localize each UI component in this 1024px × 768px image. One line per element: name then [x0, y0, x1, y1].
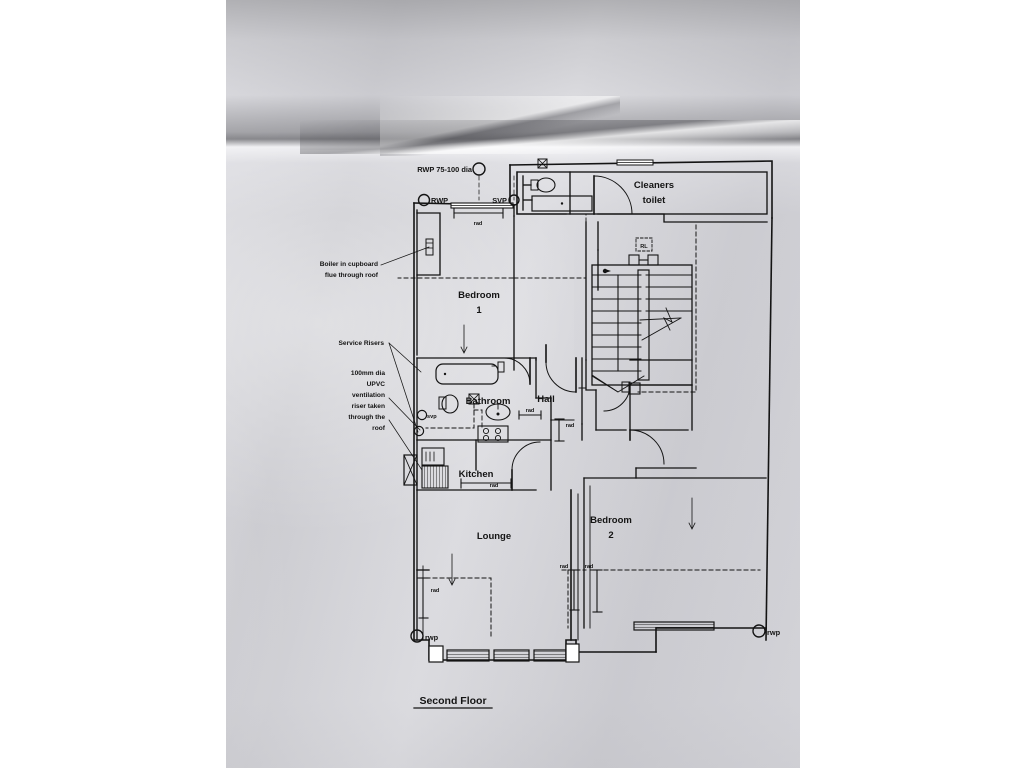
- room-label-bedroom1-line1: Bedroom: [458, 290, 500, 301]
- leader-lines: [380, 175, 515, 471]
- leader-riser-a: [388, 342, 422, 373]
- leader-vent-b: [388, 419, 423, 471]
- rad-bed2-symbol: [592, 569, 603, 613]
- annotation-vent-line6: roof: [372, 425, 386, 432]
- annotation-vent-line3: ventilation: [352, 392, 385, 399]
- inner-walls: [397, 158, 768, 663]
- rad-bed1-symbol: [453, 208, 504, 219]
- rad-label-bathroom: rad: [526, 408, 535, 414]
- floor-plan-drawing: Bedroom 1 Bedroom 2 Bathroom Kitchen Lou…: [320, 158, 781, 709]
- rwp-lower-right-marker: [752, 624, 766, 638]
- annotation-vent-line1: 100mm dia: [351, 370, 385, 377]
- service-markers: [410, 162, 766, 643]
- annotation-stair-rl: RL: [640, 244, 648, 250]
- rwp-dia-marker: [472, 162, 486, 176]
- annotation-svp-upper: SVP: [492, 196, 507, 205]
- rad-kitchen-symbol: [460, 478, 512, 489]
- room-label-bedroom2-line2: 2: [608, 530, 613, 541]
- leader-riser-b: [388, 342, 419, 433]
- rad-label-lounge: rad: [431, 588, 440, 594]
- rad-hall-lower-symbol: [569, 569, 580, 611]
- rwp-upper-marker: [417, 193, 431, 207]
- leader-boiler: [380, 246, 430, 266]
- annotation-boiler-line1: Boiler in cupboard: [320, 261, 378, 268]
- rad-lounge-symbol: [418, 577, 429, 619]
- rad-label-bed1: rad: [474, 221, 483, 227]
- rad-bathroom-symbol: [518, 410, 542, 420]
- rad-hall-symbol: [554, 418, 565, 442]
- room-label-cleaners-toilet-line1: Cleaners: [634, 180, 674, 191]
- room-label-kitchen: Kitchen: [459, 469, 494, 480]
- rad-label-hall: rad: [566, 423, 575, 429]
- rad-label-hall-lower: rad: [560, 564, 569, 570]
- annotation-service-risers: Service Risers: [339, 340, 385, 347]
- room-label-cleaners-toilet-line2: toilet: [643, 195, 667, 206]
- annotation-boiler-line2: flue through roof: [325, 272, 379, 279]
- room-label-bedroom1-line2: 1: [476, 305, 482, 316]
- room-label-bathroom: Bathroom: [466, 396, 511, 407]
- rad-label-bed2: rad: [585, 564, 594, 570]
- plan-title: Second Floor: [419, 695, 486, 707]
- annotation-rwp-lower-right: rwp: [767, 628, 781, 637]
- annotation-rwp-dia: RWP 75-100 dia: [417, 165, 473, 174]
- annotation-vent-line5: through the: [348, 414, 385, 421]
- annotation-vent-line4: riser taken: [352, 403, 385, 410]
- leader-vent-a: [388, 397, 421, 431]
- annotation-rwp-lower-left: rwp: [425, 633, 439, 642]
- room-label-hall: Hall: [537, 394, 554, 405]
- room-label-lounge: Lounge: [477, 531, 511, 542]
- room-label-bedroom2-line1: Bedroom: [590, 515, 632, 526]
- annotation-vent-line2: UPVC: [367, 381, 386, 388]
- rwp-lower-left-marker: [410, 629, 424, 643]
- svp-upper-marker: [508, 194, 520, 206]
- outer-walls: [413, 160, 773, 661]
- annotation-rwp-upper: RWP: [431, 196, 448, 205]
- annotation-svp-lower: svp: [427, 414, 437, 420]
- rad-label-kitchen: rad: [490, 483, 499, 489]
